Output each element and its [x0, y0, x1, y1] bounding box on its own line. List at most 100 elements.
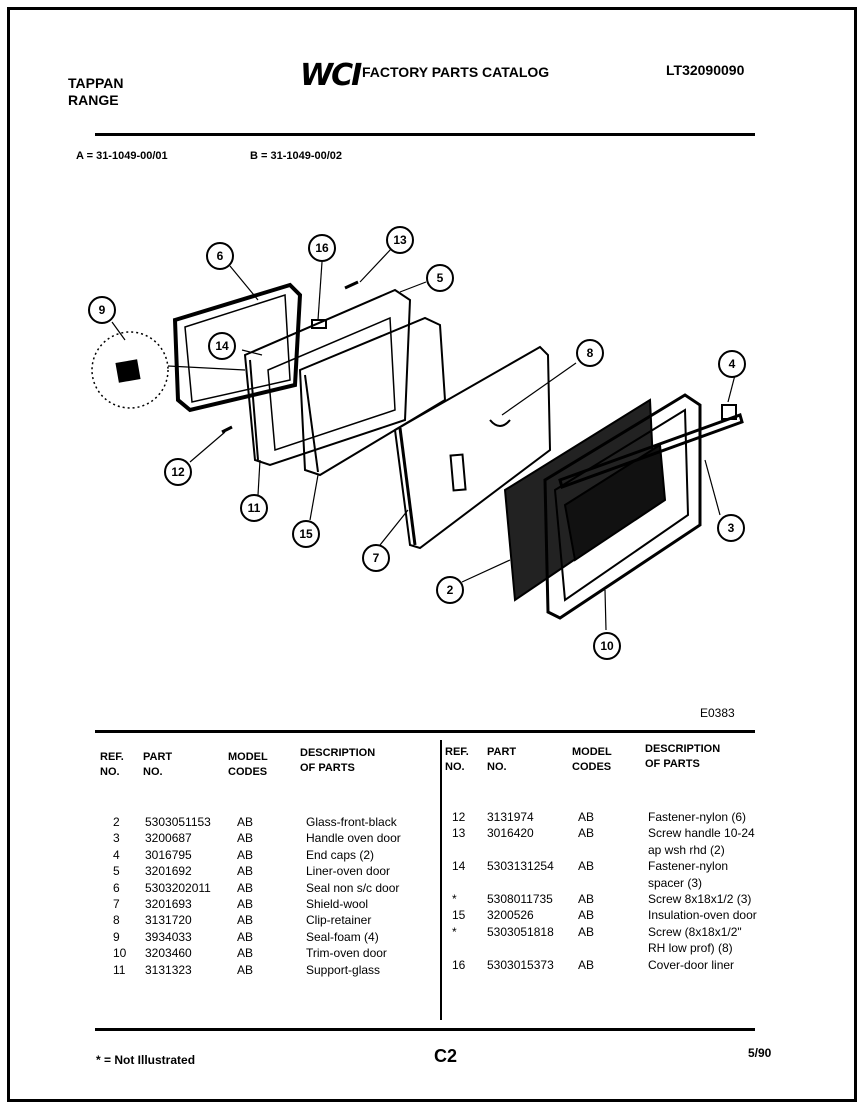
fastener-part	[221, 425, 233, 434]
callout-14	[208, 332, 236, 360]
cell-ref: 7	[113, 897, 120, 911]
cell-desc: Seal-foam (4)	[306, 929, 379, 944]
callout-label: 6	[217, 249, 224, 263]
header-model-right-line1: MODEL	[572, 746, 612, 758]
cell-ref: 16	[452, 957, 466, 972]
cell-desc: RH low prof) (8)	[648, 941, 733, 956]
cell-part: 3203460	[145, 946, 192, 961]
cell-model: AB	[578, 924, 595, 939]
cell-model: AB	[578, 908, 595, 923]
wci-logo: WCI	[300, 58, 362, 93]
header-part-right-line1: PART	[487, 746, 517, 758]
cell-desc: Fastener-nylon	[648, 859, 729, 874]
header-ref-line1: REF.	[100, 751, 124, 763]
variant-b: B = 31-1049-00/02	[250, 150, 343, 162]
cell-desc: Cover-door liner	[648, 957, 735, 972]
callout-11	[240, 494, 268, 522]
cell-part: 3131720	[145, 913, 192, 928]
cell-model: AB	[578, 892, 595, 906]
table-bottom-rule	[95, 1028, 755, 1031]
callout-label: 13	[393, 233, 407, 247]
cell-desc: Trim-oven door	[306, 946, 387, 961]
cell-ref: 4	[113, 847, 120, 862]
trim-window	[563, 443, 667, 562]
header-model-right: MODEL CODES	[572, 745, 612, 775]
exploded-parts-diagram: 6 16 13 5 9 14 8 4 12 11 15 7 3 2 10	[88, 226, 746, 660]
cell-model: AB	[237, 962, 254, 977]
cell-part: 3016420	[487, 826, 534, 841]
trim-frame-inner	[553, 408, 690, 602]
cell-desc: Liner-oven door	[306, 864, 391, 879]
cell-model: AB	[237, 815, 254, 829]
header-ref-line2: NO.	[100, 766, 120, 778]
header-part-line1: PART	[143, 751, 173, 763]
cell-model: AB	[578, 826, 595, 841]
cell-part: 5303202011	[145, 880, 211, 895]
cell-part: 5308011735	[487, 892, 553, 906]
cell-part: 3200526	[487, 908, 534, 923]
cell-part: 3201693	[145, 897, 192, 911]
cell-desc: spacer (3)	[648, 875, 703, 890]
callout-10	[593, 632, 621, 660]
header-ref-right-line2: NO.	[445, 761, 465, 773]
callout-label: 7	[373, 551, 380, 565]
header-desc-line2: OF PARTS	[300, 762, 355, 774]
column-divider	[440, 740, 442, 1020]
callout-7	[362, 544, 390, 572]
page-border	[7, 7, 857, 1102]
cell-ref: *	[452, 892, 457, 906]
header-part-line2: NO.	[143, 766, 163, 778]
header-ref-right-line1: REF.	[445, 746, 469, 758]
shield-edge	[398, 427, 417, 546]
cell-desc: End caps (2)	[306, 847, 375, 862]
header-part: PART NO.	[143, 750, 172, 780]
callout-5	[426, 264, 454, 292]
header-ref-right: REF. NO.	[445, 745, 469, 775]
cell-desc: Insulation-oven door	[648, 908, 757, 923]
liner-part	[243, 288, 412, 467]
cell-model: AB	[578, 957, 595, 972]
cell-desc: Glass-front-black	[306, 815, 397, 829]
callout-label: 9	[99, 303, 106, 317]
callout-3	[717, 514, 745, 542]
callout-label: 2	[447, 583, 454, 597]
header-rule	[95, 133, 755, 136]
callout-label: 11	[248, 501, 261, 515]
seal-part	[172, 282, 303, 413]
callout-label: 14	[215, 339, 229, 353]
variant-a: A = 31-1049-00/01	[76, 150, 168, 162]
wci-logo-text: WCI	[300, 58, 362, 93]
header-model-line1: MODEL	[228, 751, 268, 763]
header-ref: REF. NO.	[100, 750, 124, 780]
liner-bracket	[311, 319, 327, 329]
cell-ref: 12	[452, 810, 466, 824]
insulation-edge	[304, 374, 319, 473]
leader-lines	[111, 247, 736, 631]
cell-ref: 6	[113, 880, 120, 895]
callout-12	[164, 458, 192, 486]
cell-part: 3200687	[145, 831, 192, 846]
cell-ref: 10	[113, 946, 127, 961]
cell-model: AB	[237, 929, 254, 944]
cell-desc: Seal non s/c door	[306, 880, 400, 895]
callout-label: 15	[299, 527, 313, 541]
cell-ref: 14	[452, 859, 466, 874]
callout-9	[88, 296, 116, 324]
seal-inner	[184, 293, 291, 403]
end-cap-part	[721, 404, 737, 420]
callout-label: 10	[600, 639, 614, 653]
cell-part: 3201692	[145, 864, 192, 879]
callout-label: 8	[587, 346, 594, 360]
cell-ref: 13	[452, 826, 466, 841]
callout-4	[718, 350, 746, 378]
cell-part: 3131323	[145, 962, 192, 977]
cell-part: 3934033	[145, 929, 192, 944]
page-number: C2	[434, 1046, 458, 1066]
handle-part	[558, 413, 744, 489]
cell-ref: 8	[113, 913, 120, 928]
cell-desc: Support-glass	[306, 962, 381, 977]
brand-label: TAPPAN RANGE	[68, 75, 123, 109]
callout-15	[292, 520, 320, 548]
cell-part: 5303051153	[145, 815, 211, 829]
clip-part	[489, 419, 511, 427]
